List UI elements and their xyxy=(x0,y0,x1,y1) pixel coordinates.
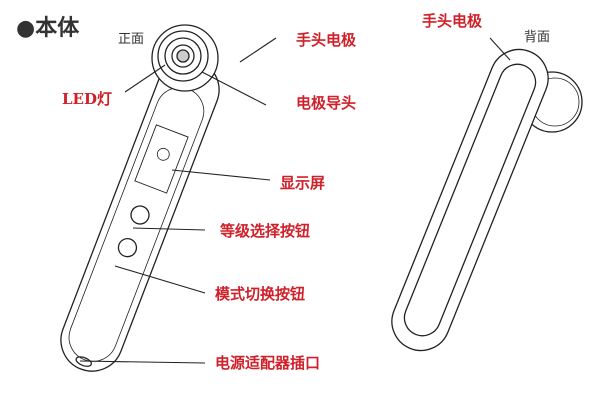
label-power-port: 电源适配器插口 xyxy=(215,354,321,372)
label-display: 显示屏 xyxy=(280,174,326,192)
back-view-label: 背面 xyxy=(524,30,551,45)
display-screen xyxy=(134,124,189,194)
label-hand-electrode: 手头电极 xyxy=(296,31,357,49)
label-back-hand-electrode: 手头电极 xyxy=(422,12,483,30)
section-title: ●本体 xyxy=(16,16,80,41)
front-view-label: 正面 xyxy=(118,32,145,47)
label-led: LED灯 xyxy=(62,90,112,108)
wireless-icon xyxy=(156,147,170,161)
back-device xyxy=(391,48,549,352)
level-button xyxy=(130,205,150,225)
front-head xyxy=(151,24,219,92)
label-electrode-head: 电极导头 xyxy=(296,94,357,112)
leader-lines xyxy=(79,37,511,364)
label-level-button: 等级选择按钮 xyxy=(220,222,311,240)
power-port xyxy=(75,356,92,367)
mode-button xyxy=(117,238,138,258)
label-mode-button: 模式切换按钮 xyxy=(215,285,306,303)
